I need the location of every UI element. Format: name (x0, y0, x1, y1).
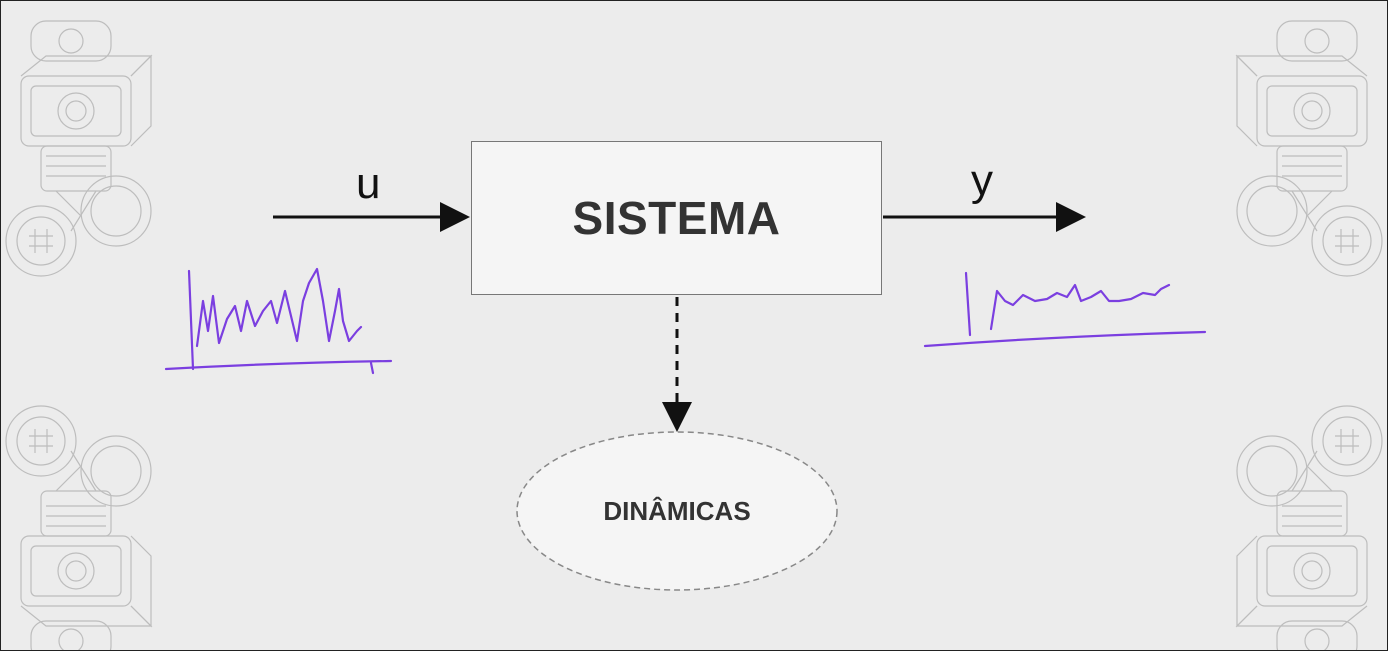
input-variable-label: u (356, 159, 381, 208)
system-block: SISTEMA (471, 141, 882, 295)
output-signal-sketch (923, 271, 1207, 348)
dynamics-label: DINÂMICAS (603, 496, 751, 526)
system-label: SISTEMA (572, 192, 781, 244)
dynamics-ellipse (516, 431, 838, 591)
output-variable-label: y (971, 156, 993, 205)
input-signal-sketch (164, 267, 393, 375)
